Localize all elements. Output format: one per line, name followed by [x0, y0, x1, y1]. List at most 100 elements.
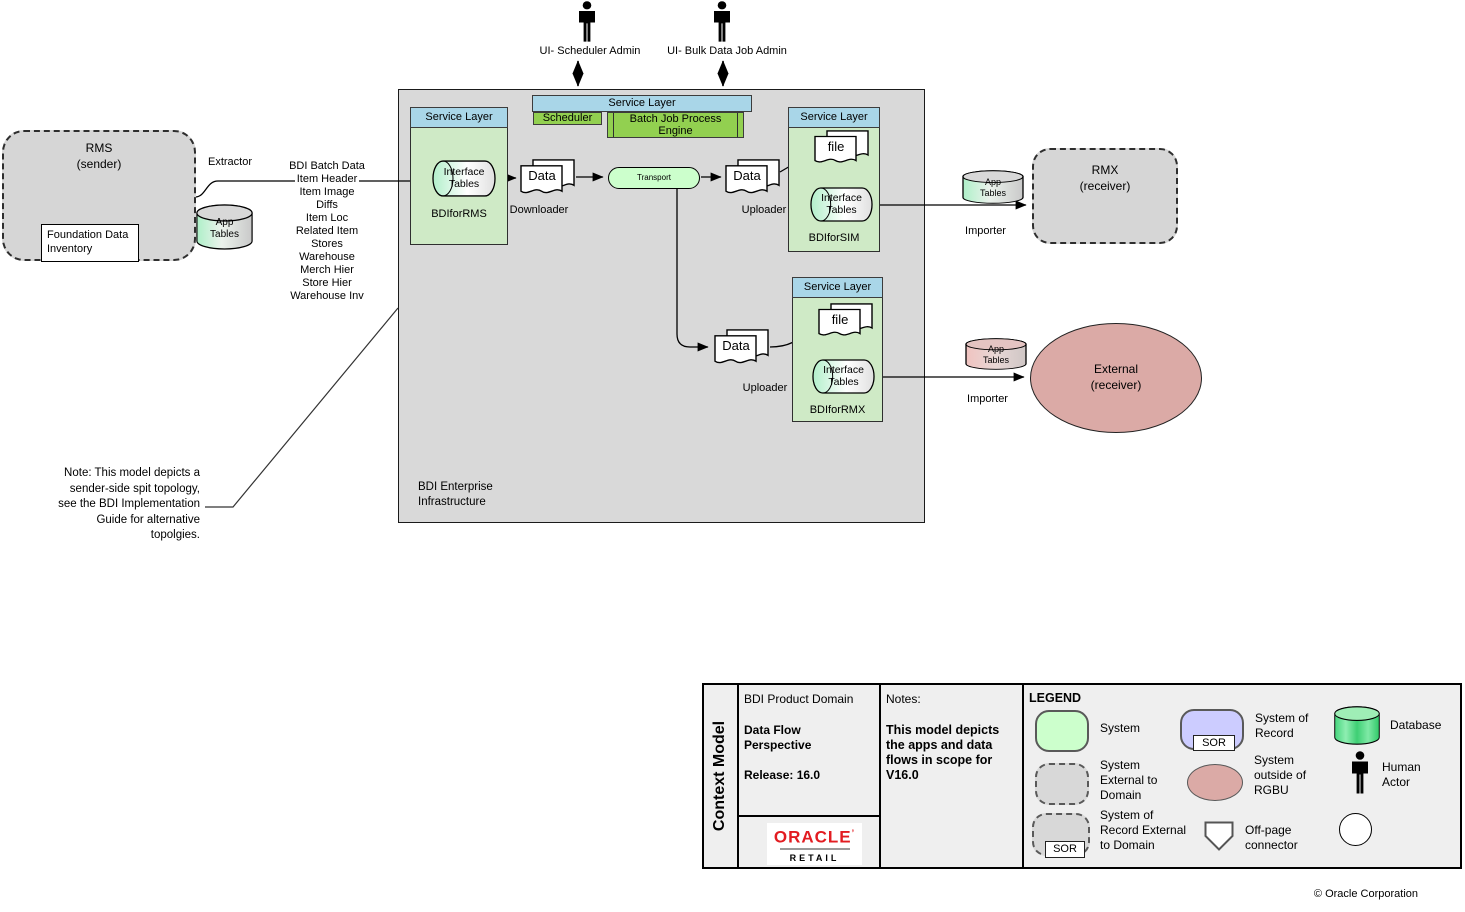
importer-label-rmx: Importer — [965, 225, 1006, 237]
list-item: Stores — [309, 238, 345, 251]
bdi-for-rms-service-layer-header: Service Layer — [410, 107, 508, 128]
list-item: Diffs — [314, 199, 340, 212]
bdi-for-sim-service-layer-header: Service Layer — [788, 107, 880, 128]
app-tables-label: App Tables — [979, 177, 1006, 198]
uploader-label-sim: Uploader — [741, 204, 787, 216]
importer-label-external: Importer — [967, 393, 1008, 405]
context-model-row-header: Context Model — [711, 720, 729, 832]
app-tables-label: App Tables — [982, 344, 1009, 365]
list-item: Related Item — [293, 225, 361, 238]
list-item: Item Image — [297, 186, 357, 199]
foundation-data-inventory-box: Foundation Data Inventory — [41, 224, 139, 262]
rms-role: (sender) — [76, 157, 122, 171]
notes-title: Notes: — [886, 692, 921, 706]
rmx-name: RMX — [1091, 163, 1119, 177]
bdi-for-sim-box: Service Layer BDIforSIM — [788, 107, 880, 252]
retail-logo-text: RETAIL — [789, 853, 840, 864]
bdi-for-sim-interface-tables-cylinder: Interface Tables — [810, 187, 873, 222]
perspective-label: Data Flow Perspective — [744, 723, 812, 752]
list-item: Store Hier — [300, 277, 354, 290]
data-doc-label: Data — [722, 338, 750, 353]
release-label: Release: 16.0 — [744, 768, 821, 782]
external-role: (receiver) — [1090, 378, 1142, 392]
list-item: BDI Batch Data — [287, 160, 367, 173]
panel-divider — [737, 815, 880, 817]
data-document-downloader: Data — [520, 159, 576, 199]
bdi-for-rms-interface-tables-cylinder: Interface Tables — [432, 160, 496, 197]
human-actor-icon — [1349, 751, 1371, 795]
flow-data-list: BDI Batch Data Item Header Item Image Di… — [262, 160, 392, 303]
transport-pill: Transport — [608, 167, 700, 189]
batch-job-process-engine-box: Batch Job Process Engine — [607, 112, 744, 138]
product-domain-label: BDI Product Domain — [744, 692, 854, 706]
file-document-rmx: file — [818, 303, 874, 341]
human-actor-icon — [576, 1, 598, 43]
file-document-sim: file — [814, 130, 870, 168]
legend-database-label: Database — [1390, 718, 1442, 732]
oracle-retail-logo: ORACLE’ RETAIL — [767, 823, 862, 865]
rms-name: RMS — [85, 141, 113, 155]
downloader-label: Downloader — [509, 204, 569, 216]
list-item: Item Loc — [303, 212, 351, 225]
data-document-sim-uploader: Data — [725, 159, 781, 199]
file-doc-label: file — [831, 312, 849, 327]
sor-badge: SOR — [1193, 735, 1235, 751]
legend-system-external-label: System External to Domain — [1100, 758, 1158, 802]
logo-rule — [779, 848, 850, 851]
interface-tables-label: Interface Tables — [823, 364, 864, 388]
system-external-swatch-icon — [1035, 763, 1089, 805]
copyright: © Oracle Corporation — [1313, 888, 1418, 900]
off-page-connector-icon — [1204, 821, 1234, 851]
panel-divider — [737, 685, 739, 867]
topology-note: Note: This model depicts a sender-side s… — [58, 467, 200, 541]
interface-tables-label: Interface Tables — [443, 166, 485, 190]
panel-divider — [1022, 685, 1024, 867]
data-doc-label: Data — [733, 168, 761, 183]
human-actor-icon — [711, 1, 733, 43]
list-item: Warehouse Inv — [288, 290, 366, 303]
list-item: Item Header — [294, 173, 360, 186]
bulk-data-job-admin-label: UI- Bulk Data Job Admin — [667, 45, 787, 57]
service-layer-top-header: Service Layer — [532, 95, 752, 112]
sor-badge: SOR — [1045, 841, 1085, 858]
bdi-for-rmx-interface-tables-cylinder: Interface Tables — [812, 359, 875, 394]
bdi-for-rmx-name: BDIforRMX — [809, 404, 866, 416]
external-name: External — [1093, 362, 1139, 376]
data-doc-label: Data — [528, 168, 556, 183]
bdi-for-sim-name: BDIforSIM — [808, 232, 860, 244]
system-outside-rgbu-icon — [1187, 764, 1243, 801]
list-item: Warehouse — [297, 251, 357, 264]
bdi-for-rmx-service-layer-header: Service Layer — [792, 277, 883, 298]
panel-divider — [879, 685, 881, 867]
legend-system-label: System — [1100, 721, 1141, 735]
legend-system-outside-rgbu-label: System outside of RGBU — [1254, 753, 1307, 797]
rmx-app-tables-cylinder: App Tables — [962, 170, 1024, 204]
legend-off-page-label: Off-page connector — [1245, 823, 1298, 852]
notes-body: This model depicts the apps and data flo… — [886, 723, 1000, 782]
context-model-panel: Context Model BDI Product Domain Data Fl… — [702, 683, 1462, 869]
rmx-role: (receiver) — [1079, 179, 1131, 193]
extractor-label: Extractor — [207, 156, 252, 168]
rms-app-tables-cylinder: App Tables — [196, 204, 253, 250]
rmx-receiver-box: RMX (receiver) — [1032, 148, 1178, 244]
database-cylinder-icon — [1334, 706, 1380, 745]
bdi-for-rms-name: BDIforRMS — [431, 208, 487, 220]
legend-title: LEGEND — [1029, 691, 1082, 705]
bdi-infrastructure-label: BDI Enterprise Infrastructure — [418, 481, 493, 508]
system-swatch-icon — [1035, 710, 1089, 752]
legend-human-actor-label: Human Actor — [1382, 760, 1421, 789]
scheduler-admin-label: UI- Scheduler Admin — [539, 45, 641, 57]
file-doc-label: file — [827, 139, 845, 154]
uploader-label-rmx: Uploader — [742, 382, 788, 394]
legend-sor-external-label: System of Record External to Domain — [1100, 808, 1187, 852]
legend-system-of-record-label: System of Record — [1255, 711, 1309, 740]
rms-app-tables-label: App Tables — [210, 217, 239, 240]
bdi-for-rmx-box: Service Layer BDIforRMX — [792, 277, 883, 422]
data-document-rmx-uploader: Data — [714, 329, 770, 369]
interface-tables-label: Interface Tables — [821, 192, 862, 216]
scheduler-box: Scheduler — [533, 112, 602, 125]
external-receiver-ellipse: External (receiver) — [1030, 323, 1202, 433]
circle-connector-icon — [1339, 813, 1372, 846]
oracle-logo-text: ORACLE’ — [773, 827, 856, 847]
